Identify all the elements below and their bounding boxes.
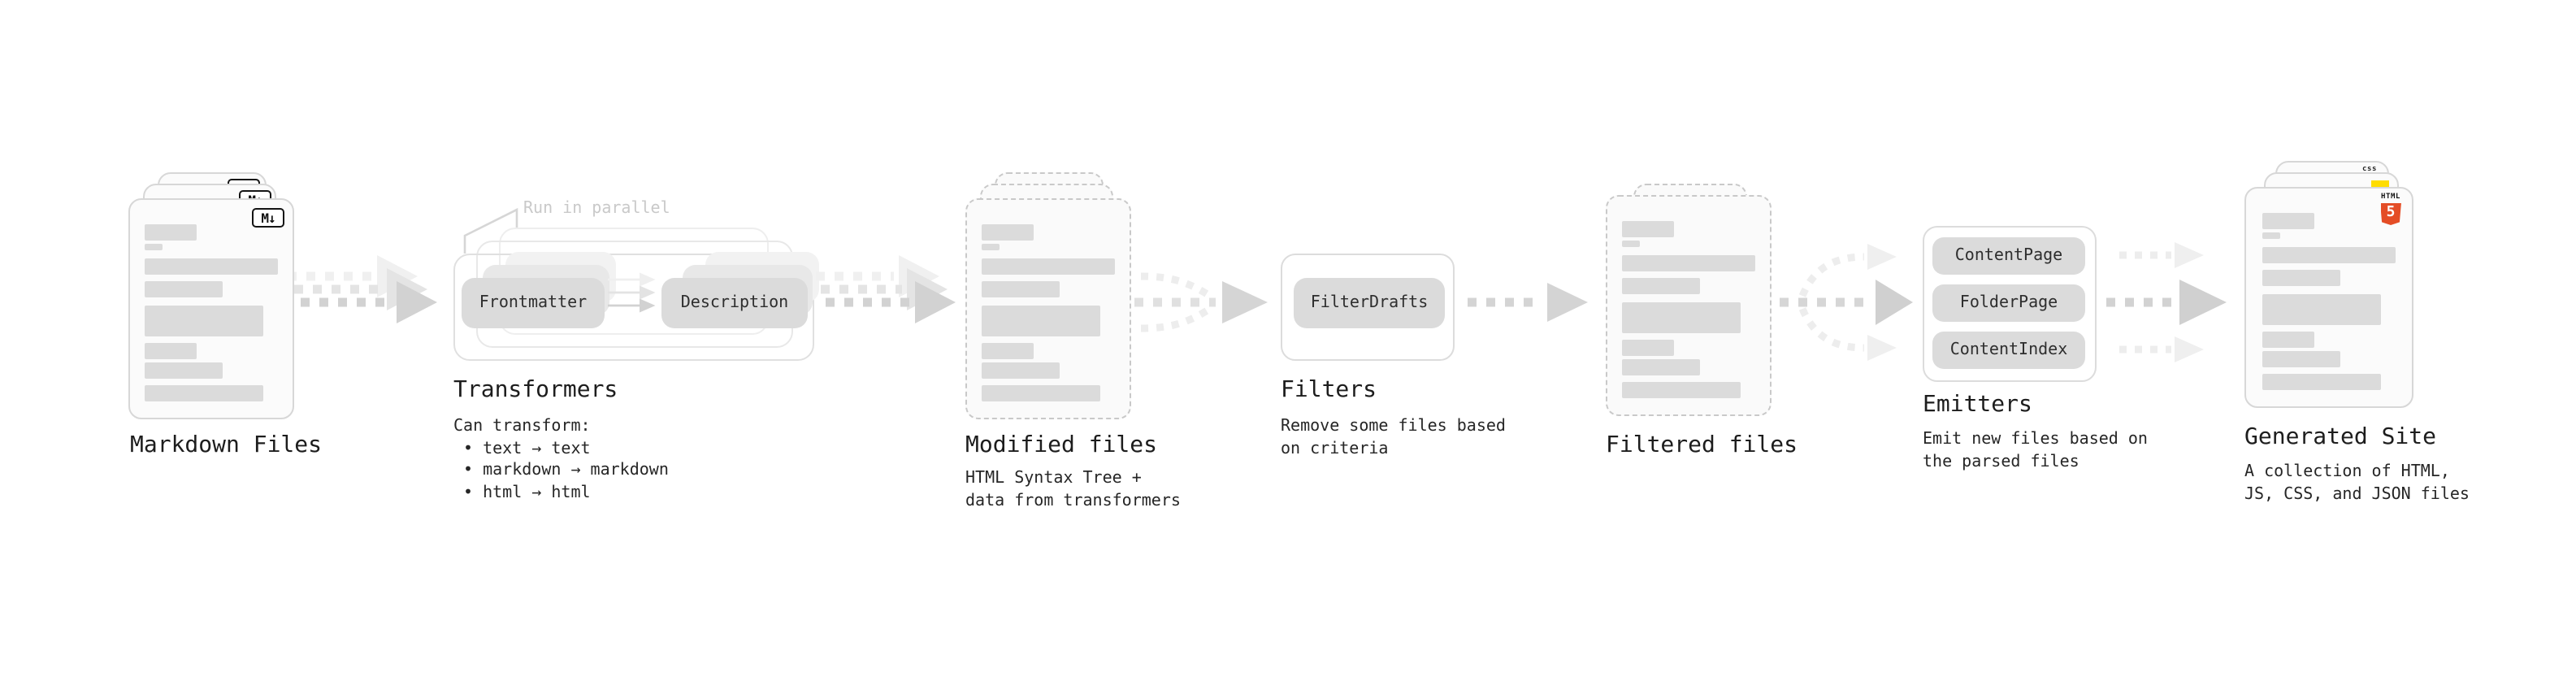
transformer-step-description: Description: [661, 278, 808, 328]
transformer-step-frontmatter: Frontmatter: [462, 278, 605, 328]
text-line-bar: [145, 244, 163, 250]
text-line-bar: [145, 385, 263, 401]
description-line: JS, CSS, and JSON files: [2244, 485, 2470, 503]
markdown-icon: M↓: [252, 208, 284, 228]
text-line-bar: [145, 281, 223, 297]
arrow-emitters-to-generated: [2106, 242, 2227, 362]
text-line-bar: [982, 258, 1115, 275]
file-content-placeholder: [967, 200, 1115, 401]
description-line: data from transformers: [965, 492, 1181, 510]
file-card-front: HTML 5: [2244, 187, 2413, 408]
run-in-parallel-leader-line: [463, 207, 518, 254]
description-line: • text → text: [463, 440, 591, 458]
arrow-modified-to-filters-merge: [1134, 272, 1268, 332]
text-line-bar: [145, 224, 197, 241]
text-line-bar: [145, 362, 223, 379]
text-line-bar: [1622, 241, 1640, 247]
text-line-bar: [982, 224, 1034, 241]
text-line-bar: [982, 281, 1060, 297]
transformer-frame-front: [453, 254, 814, 361]
file-card-front: [1606, 195, 1772, 416]
arrow-filtered-to-emitters-fanout: [1780, 244, 1913, 361]
html5-icon: HTML 5: [2378, 193, 2404, 225]
text-line-bar: [145, 306, 263, 336]
emitters-description: Emit new files based on the parsed files: [1923, 429, 2148, 473]
file-content-placeholder: [130, 200, 278, 401]
file-content-placeholder: [1607, 197, 1755, 398]
text-line-bar: [1622, 255, 1755, 271]
description-line: on criteria: [1281, 440, 1389, 458]
file-content-placeholder: [2246, 189, 2396, 390]
text-line-bar: [1622, 221, 1674, 237]
html5-shield: 5: [2380, 202, 2401, 225]
stage-transformers: Run in parallel Frontmatter Description: [453, 198, 865, 377]
css-icon-label: css: [2361, 166, 2378, 174]
text-line-bar: [2262, 374, 2381, 390]
text-line-bar: [982, 244, 1000, 250]
modified-files-description: HTML Syntax Tree + data from transformer…: [965, 468, 1181, 512]
stage-generated-site: css HTML 5: [2244, 150, 2413, 408]
stage-title-generated-site: Generated Site: [2244, 424, 2437, 450]
parallel-step-arrows: [608, 272, 656, 313]
filters-description: Remove some files based on criteria: [1281, 416, 1506, 460]
text-line-bar: [982, 385, 1100, 401]
description-line: Emit new files based on: [1923, 431, 2148, 449]
description-line: • html → html: [463, 484, 591, 501]
description-line: Can transform:: [453, 418, 591, 436]
text-line-bar: [982, 343, 1034, 359]
text-line-bar: [982, 306, 1100, 336]
text-line-bar: [2262, 232, 2280, 239]
run-in-parallel-label: Run in parallel: [523, 200, 670, 218]
html5-icon-label: HTML: [2380, 193, 2401, 202]
stage-modified-files: [965, 161, 1131, 419]
stage-title-emitters: Emitters: [1923, 392, 2032, 418]
stage-markdown-files: M↓ M↓ M↓: [128, 161, 294, 419]
filter-step-filterdrafts: FilterDrafts: [1294, 278, 1445, 328]
text-line-bar: [1622, 340, 1674, 356]
text-line-bar: [2262, 332, 2314, 348]
stage-title-filtered-files: Filtered files: [1606, 432, 1798, 458]
text-line-bar: [1622, 278, 1700, 294]
description-line: Remove some files based: [1281, 418, 1506, 436]
text-line-bar: [2262, 294, 2381, 325]
text-line-bar: [145, 343, 197, 359]
stage-title-transformers: Transformers: [453, 377, 618, 403]
description-line: the parsed files: [1923, 453, 2079, 471]
text-line-bar: [1622, 382, 1741, 398]
stage-title-markdown-files: Markdown Files: [130, 432, 323, 458]
description-line: A collection of HTML,: [2244, 463, 2450, 481]
text-line-bar: [2262, 351, 2340, 367]
stage-filtered-files: [1606, 184, 1772, 419]
text-line-bar: [982, 362, 1060, 379]
text-line-bar: [2262, 270, 2340, 286]
text-line-bar: [1622, 302, 1741, 333]
text-line-bar: [2262, 213, 2314, 229]
transformers-description: Can transform: • text → text • markdown …: [453, 416, 669, 504]
arrow-transformers-to-modified: [816, 255, 956, 323]
arrow-markdown-to-transformers: [288, 255, 437, 323]
text-line-bar: [1622, 359, 1700, 375]
emitter-folderpage: FolderPage: [1932, 284, 2085, 322]
text-line-bar: [145, 258, 278, 275]
emitter-contentindex: ContentIndex: [1932, 332, 2085, 369]
file-card-front: M↓: [128, 198, 294, 419]
stage-title-filters: Filters: [1281, 377, 1377, 403]
generated-site-description: A collection of HTML, JS, CSS, and JSON …: [2244, 462, 2470, 505]
text-line-bar: [2262, 247, 2396, 263]
stage-title-modified-files: Modified files: [965, 432, 1158, 458]
file-card-front: [965, 198, 1131, 419]
arrow-filters-to-filtered: [1468, 283, 1588, 322]
emitter-contentpage: ContentPage: [1932, 237, 2085, 275]
description-line: • markdown → markdown: [463, 462, 669, 479]
description-line: HTML Syntax Tree +: [965, 470, 1142, 488]
